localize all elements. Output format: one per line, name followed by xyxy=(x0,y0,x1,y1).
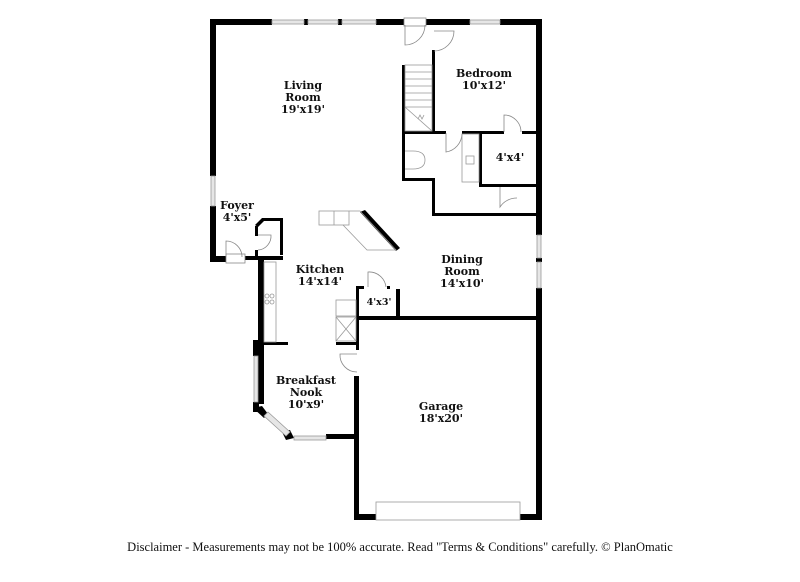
windows xyxy=(210,19,542,521)
walls xyxy=(210,19,542,520)
room-label-living-room: Living Room 19'x19' xyxy=(281,80,325,116)
room-dimensions: 14'x14' xyxy=(298,275,342,288)
room-name: Room xyxy=(444,265,480,278)
fixtures xyxy=(263,64,480,343)
room-label-foyer: Foyer 4'x5' xyxy=(220,200,254,224)
room-dimensions: 14'x10' xyxy=(440,277,484,290)
room-name: Bedroom xyxy=(455,67,513,80)
room-dimensions: 10'x9' xyxy=(287,398,325,411)
room-name: Foyer xyxy=(220,199,254,212)
room-dimensions: 4'x3' xyxy=(366,297,392,308)
room-label-pantry-4x3: 4'x3' xyxy=(367,297,392,308)
disclaimer-text: Disclaimer - Measurements may not be 100… xyxy=(127,540,673,554)
room-name: Living xyxy=(283,79,323,92)
room-name: Room xyxy=(285,91,321,104)
room-name: Garage xyxy=(418,400,464,413)
room-label-dining-room: Dining Room 14'x10' xyxy=(440,254,484,290)
room-label-breakfast-nook: Breakfast Nook 10'x9' xyxy=(276,375,336,411)
room-label-kitchen: Kitchen 14'x14' xyxy=(296,264,345,288)
room-label-garage: Garage 18'x20' xyxy=(419,401,463,425)
room-dimensions: 19'x19' xyxy=(281,103,325,116)
room-dimensions: 4'x5' xyxy=(222,211,252,224)
room-name: Kitchen xyxy=(295,263,345,276)
room-dimensions: 4'x4' xyxy=(495,151,525,164)
room-dimensions: 10'x12' xyxy=(462,79,506,92)
room-label-bedroom: Bedroom 10'x12' xyxy=(456,68,512,92)
room-label-closet-4x4: 4'x4' xyxy=(496,152,525,164)
room-dimensions: 18'x20' xyxy=(419,412,463,425)
room-name: Nook xyxy=(289,386,323,399)
room-name: Breakfast xyxy=(276,374,336,387)
room-name: Dining xyxy=(441,253,483,266)
